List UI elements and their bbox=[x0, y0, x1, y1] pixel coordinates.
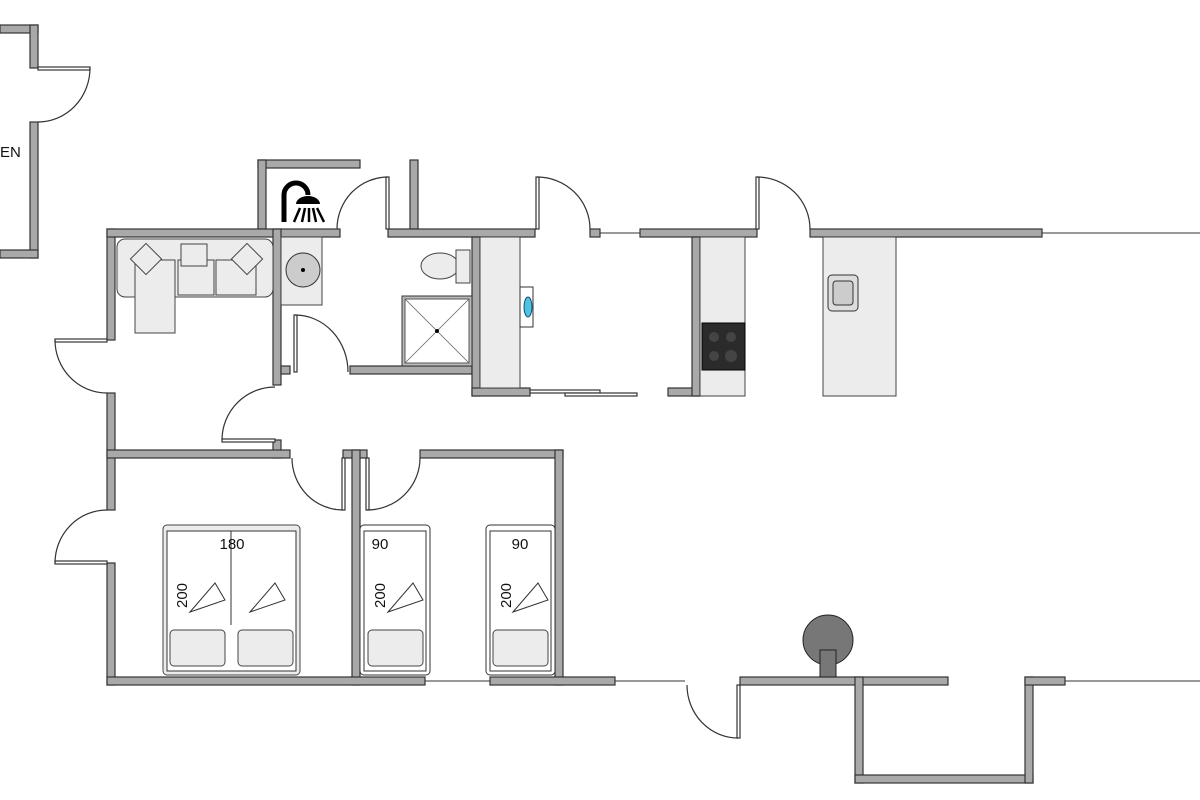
cooktop-icon bbox=[701, 322, 746, 371]
toilet-icon bbox=[420, 249, 471, 284]
partial-room: EN bbox=[0, 24, 91, 259]
kitchen bbox=[479, 236, 897, 397]
bathroom-fixtures bbox=[280, 236, 473, 367]
walls bbox=[106, 228, 1200, 784]
bed-width-label: 180 bbox=[219, 536, 244, 553]
bed-length-label: 200 bbox=[372, 583, 389, 608]
bed-single: 90 200 bbox=[359, 524, 431, 676]
washing-machine-icon bbox=[519, 286, 534, 328]
sink-icon bbox=[827, 274, 859, 312]
room-label: EN bbox=[0, 144, 21, 161]
outdoor-shower-icon bbox=[281, 180, 326, 223]
doors bbox=[54, 176, 811, 739]
door-leaf bbox=[37, 66, 91, 71]
kitchen-island bbox=[822, 236, 897, 397]
sofa-icon bbox=[116, 238, 274, 334]
bed-width-label: 90 bbox=[512, 536, 529, 553]
bed-length-label: 200 bbox=[174, 583, 191, 608]
bed-width-label: 90 bbox=[372, 536, 389, 553]
bed-single: 90 200 bbox=[485, 524, 556, 676]
shower-tray-icon bbox=[401, 295, 473, 367]
bed-double: 180 200 bbox=[162, 524, 301, 676]
wood-stove-icon bbox=[802, 614, 854, 678]
bed-length-label: 200 bbox=[498, 583, 515, 608]
